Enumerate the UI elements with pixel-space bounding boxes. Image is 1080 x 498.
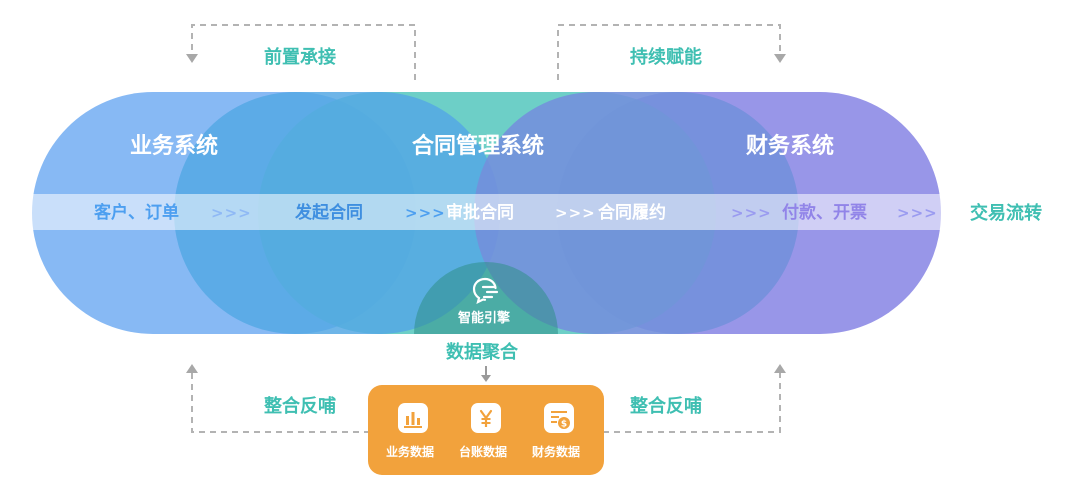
flow-arrow-2: >>> xyxy=(405,204,446,222)
top-right-connector xyxy=(557,24,781,80)
engine-label: 智能引擎 xyxy=(458,311,511,326)
flow-arrow-5: >>> xyxy=(897,204,938,222)
flow-step-initiate-contract: 发起合同 xyxy=(295,203,363,223)
top-right-arrowhead xyxy=(774,54,786,63)
transaction-flow-label: 交易流转 xyxy=(970,203,1042,224)
flow-step-contract-fulfillment: 合同履约 xyxy=(598,203,666,223)
flow-step-customer-order: 客户、订单 xyxy=(94,203,179,223)
bottom-left-label: 整合反哺 xyxy=(264,396,336,417)
bottom-right-label: 整合反哺 xyxy=(630,396,702,417)
top-left-label: 前置承接 xyxy=(264,47,336,68)
svg-text:$: $ xyxy=(561,420,567,430)
flow-arrow-4: >>> xyxy=(731,204,772,222)
data-box-label-business: 业务数据 xyxy=(386,445,435,459)
flow-band xyxy=(30,194,942,230)
contract-system-title: 合同管理系统 xyxy=(412,134,545,159)
aggregate-arrowhead xyxy=(481,375,491,382)
flow-arrow-3: >>> xyxy=(555,204,596,222)
flow-step-approve-contract: 审批合同 xyxy=(446,203,514,223)
data-box-label-finance: 财务数据 xyxy=(532,445,581,459)
aggregate-label: 数据聚合 xyxy=(446,342,518,363)
business-system-title: 业务系统 xyxy=(130,134,219,159)
bar-chart-icon xyxy=(398,403,428,433)
engine-icon xyxy=(472,277,499,304)
bottom-left-connector xyxy=(191,372,370,433)
bottom-right-arrowhead xyxy=(774,364,786,373)
yen-icon xyxy=(471,403,501,433)
finance-system-title: 财务系统 xyxy=(746,134,835,159)
top-right-label: 持续赋能 xyxy=(630,47,702,68)
finance-coin-icon: $ xyxy=(544,403,574,433)
flow-arrow-1: >>> xyxy=(211,204,252,222)
data-box-label-ledger: 台账数据 xyxy=(459,445,508,459)
flow-step-payment-invoice: 付款、开票 xyxy=(782,203,867,223)
bottom-left-arrowhead xyxy=(186,364,198,373)
top-left-arrowhead xyxy=(186,54,198,63)
top-left-connector xyxy=(191,24,416,80)
bottom-right-connector xyxy=(603,372,781,433)
